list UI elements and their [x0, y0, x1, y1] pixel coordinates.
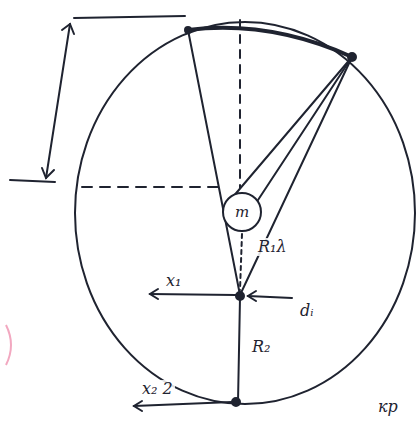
radius-line — [240, 57, 352, 295]
top-arc — [188, 28, 352, 57]
point — [185, 27, 191, 33]
variable-label: R₂ — [250, 338, 272, 356]
arrow-x2 — [134, 402, 232, 406]
point — [232, 398, 240, 406]
variable-label: R₁λ — [256, 238, 289, 256]
center-point — [236, 292, 244, 300]
point — [348, 53, 356, 61]
variable-label: x₂ 2 — [140, 380, 175, 398]
mass-label: m — [235, 203, 249, 221]
dashed-link — [240, 234, 242, 290]
variable-label: кр — [376, 398, 400, 416]
arrow-x1 — [150, 294, 236, 295]
chord-line — [258, 57, 352, 200]
radius-r2 — [238, 298, 240, 402]
big-circle — [75, 22, 415, 404]
chord-line — [232, 57, 352, 198]
variable-label: x₁ — [164, 272, 183, 290]
small-circle: m — [222, 192, 262, 232]
extension-line — [74, 16, 185, 18]
variable-label: dᵢ — [298, 302, 315, 320]
arrow-head — [248, 291, 256, 301]
radius-line — [188, 30, 240, 295]
dashed-axis — [239, 20, 241, 188]
dashed-level — [82, 186, 222, 188]
dimension-line — [46, 24, 70, 178]
extension-line — [10, 180, 55, 182]
arrow-head — [150, 289, 158, 299]
arrow-head — [134, 401, 142, 411]
arrow-head — [42, 168, 54, 178]
arrow-head — [62, 24, 74, 34]
pink-mark — [6, 325, 11, 365]
arrow-d — [248, 296, 292, 298]
